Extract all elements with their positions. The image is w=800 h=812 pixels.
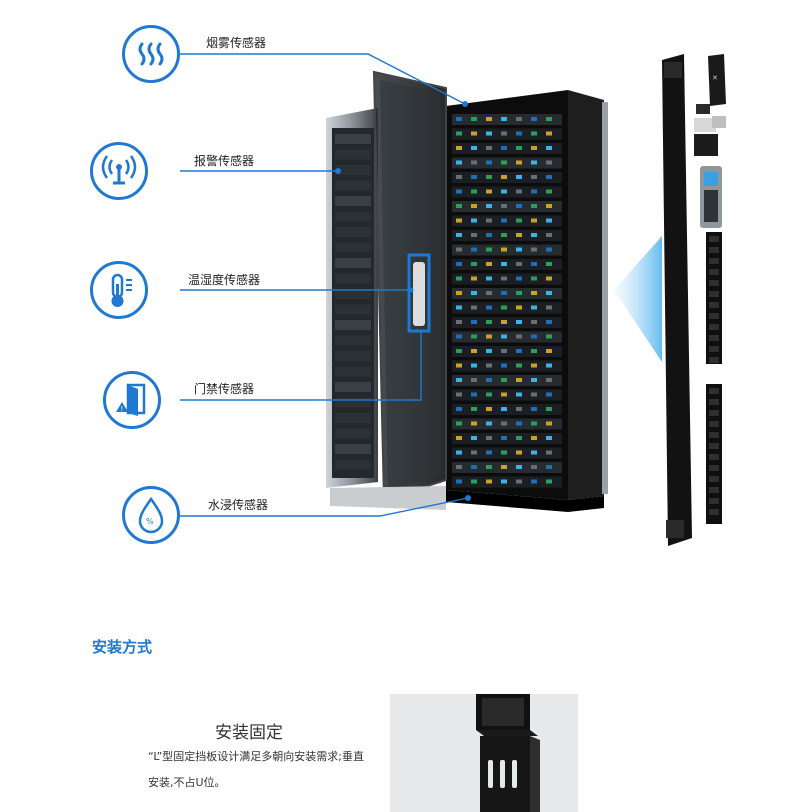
- connector-lines: [180, 53, 469, 517]
- pdu-strip: [662, 54, 692, 546]
- glow-beam: [614, 236, 662, 362]
- install-title: 安装固定: [215, 723, 283, 743]
- alarm-sensor-icon: [90, 142, 148, 200]
- pdu-components: ✕: [694, 54, 726, 524]
- cabinet-door: [372, 70, 447, 502]
- door-icon: !: [116, 383, 146, 416]
- svg-text:%: %: [146, 517, 154, 526]
- l-bracket-illustration: [476, 694, 540, 812]
- server-cabinet: [446, 90, 608, 512]
- section-title: 安装方式: [92, 638, 153, 656]
- install-description: “L”型固定挡板设计满足多朝向安装需求;垂直安装,不占U位。: [148, 750, 365, 789]
- alarm-antenna-icon: [101, 155, 137, 185]
- smoke-sensor-icon: [122, 25, 180, 83]
- door-sensor-label: 门禁传感器: [194, 382, 255, 396]
- mount-bracket-image: [390, 694, 578, 812]
- water-sensor-icon: %: [122, 486, 180, 544]
- svg-text:✕: ✕: [712, 74, 718, 82]
- rear-cabinet: [326, 108, 378, 488]
- door-sensor-icon: !: [103, 371, 161, 429]
- thermometer-icon: [111, 273, 132, 307]
- temperature-sensor-icon: [90, 261, 148, 319]
- smoke-icon: [138, 42, 164, 66]
- smoke-sensor-label: 烟雾传感器: [206, 36, 267, 50]
- water-sensor-label: 水浸传感器: [208, 498, 269, 512]
- door-handle-highlight: [407, 253, 431, 333]
- cabinet-illustration: ✕: [180, 53, 726, 546]
- alarm-sensor-label: 报警传感器: [194, 154, 255, 168]
- water-drop-icon: %: [138, 496, 164, 534]
- temperature-sensor-label: 温湿度传感器: [188, 273, 261, 287]
- svg-text:!: !: [121, 405, 124, 413]
